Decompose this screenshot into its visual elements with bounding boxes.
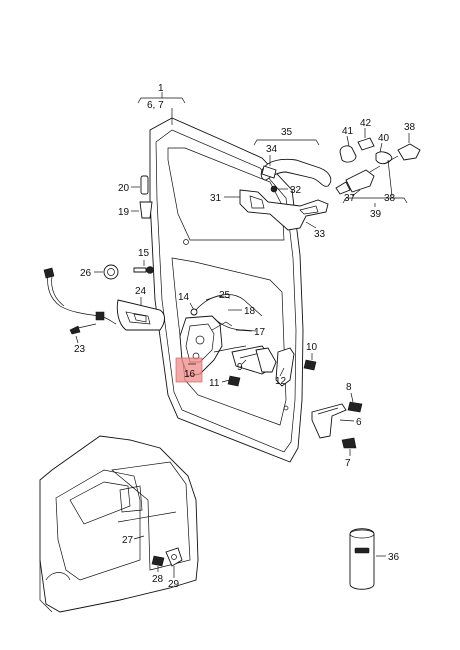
bolt-28 — [151, 555, 165, 567]
lubricant-can-36: 36 — [349, 528, 400, 590]
label-17: 17 — [254, 327, 266, 338]
label-25: 25 — [219, 290, 231, 301]
hinge-group: 8 6 7 — [311, 382, 363, 469]
bushing-19 — [139, 201, 153, 219]
label-9: 9 — [237, 362, 243, 373]
label-42: 42 — [360, 118, 372, 129]
label-40: 40 — [378, 133, 390, 144]
bolt-11 — [227, 375, 241, 387]
bolt-8 — [347, 401, 363, 413]
label-6-7: 6, 7 — [147, 100, 164, 111]
label-39: 39 — [370, 209, 382, 220]
label-14: 14 — [178, 292, 190, 303]
inside-handle-group: 24 23 — [69, 286, 165, 355]
bolt-10 — [303, 359, 317, 371]
label-37: 37 — [344, 193, 356, 204]
cable-assembly: 26 15 — [43, 248, 154, 325]
label-34: 34 — [266, 144, 278, 155]
label-10: 10 — [306, 342, 318, 353]
screw-23 — [69, 325, 81, 335]
label-35: 35 — [281, 127, 293, 138]
vehicle-overview: 27 28 29 — [39, 435, 199, 613]
label-12: 12 — [275, 376, 287, 387]
outside-handle-group: 35 34 32 31 33 — [210, 127, 332, 240]
label-36: 36 — [388, 552, 400, 563]
label-26: 26 — [80, 268, 92, 279]
lock-cylinder-group: 42 41 40 38 37 38 39 — [335, 118, 421, 220]
pin-20 — [140, 175, 149, 195]
highlight-part-16 — [175, 357, 203, 383]
door-lock-mechanism: 14 25 18 17 16 — [175, 290, 266, 383]
grommet-26 — [103, 264, 119, 280]
label-32: 32 — [290, 185, 302, 196]
callout-1-group: 1 6, 7 — [137, 83, 186, 125]
label-41: 41 — [342, 126, 354, 137]
label-38a: 38 — [404, 122, 416, 133]
label-1: 1 — [158, 83, 164, 94]
handle-cover-34 — [261, 165, 277, 179]
cap-42 — [357, 137, 375, 151]
key-38 — [397, 143, 421, 161]
label-33: 33 — [314, 229, 326, 240]
bolt-7 — [341, 437, 357, 449]
label-38b: 38 — [384, 193, 396, 204]
label-15: 15 — [138, 248, 150, 259]
screw-32 — [270, 185, 278, 193]
label-19: 19 — [118, 207, 130, 218]
label-28: 28 — [152, 574, 164, 585]
cover-40 — [375, 151, 393, 165]
door-check-strap: 9 12 10 11 — [209, 342, 318, 389]
label-6: 6 — [356, 417, 362, 428]
label-29: 29 — [168, 579, 180, 590]
label-24: 24 — [135, 286, 147, 297]
bolt-15 — [133, 267, 147, 273]
label-20: 20 — [118, 183, 130, 194]
label-16: 16 — [184, 369, 196, 380]
label-18: 18 — [244, 306, 256, 317]
label-7: 7 — [345, 458, 351, 469]
label-27: 27 — [122, 535, 134, 546]
outside-handle — [260, 158, 332, 187]
lock-cylinder-37 — [345, 169, 375, 193]
hinge-6 — [311, 403, 347, 439]
label-11: 11 — [209, 378, 220, 389]
label-31: 31 — [210, 193, 222, 204]
bracket-29 — [165, 547, 183, 567]
label-23: 23 — [74, 344, 86, 355]
cap-41 — [339, 145, 357, 163]
label-8: 8 — [346, 382, 352, 393]
rod-parts: 20 19 — [118, 175, 153, 219]
